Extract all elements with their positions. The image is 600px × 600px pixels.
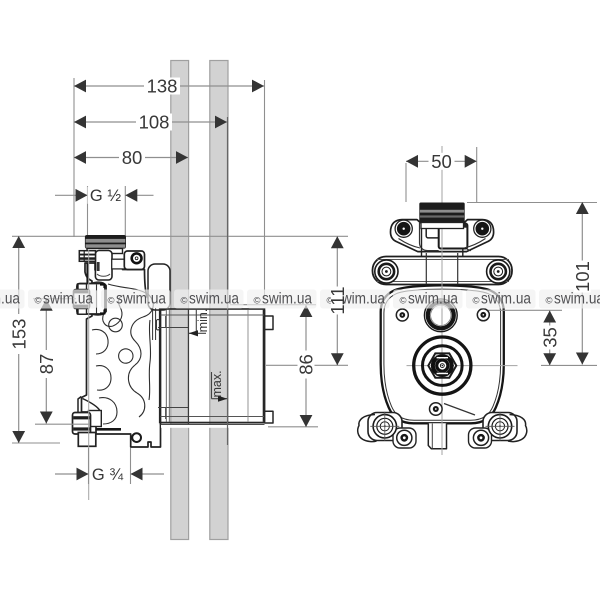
svg-text:swim.ua: swim.ua	[408, 291, 458, 308]
svg-text:50: 50	[431, 151, 452, 172]
svg-text:80: 80	[122, 147, 143, 168]
svg-text:87: 87	[36, 354, 57, 375]
svg-text:153: 153	[8, 319, 29, 350]
svg-text:©: ©	[254, 296, 261, 307]
svg-text:©: ©	[546, 296, 553, 307]
svg-text:swim.ua: swim.ua	[189, 291, 239, 308]
svg-text:swim.ua: swim.ua	[481, 291, 531, 308]
svg-text:G ½: G ½	[90, 187, 121, 205]
svg-text:swim.ua: swim.ua	[554, 291, 600, 308]
svg-text:swim.ua: swim.ua	[116, 291, 166, 308]
svg-text:swim.ua: swim.ua	[43, 291, 93, 308]
svg-text:©: ©	[327, 296, 334, 307]
svg-text:©: ©	[400, 296, 407, 307]
svg-text:swim.ua: swim.ua	[335, 291, 385, 308]
svg-text:min.: min.	[196, 309, 210, 333]
svg-text:G ¾: G ¾	[92, 466, 123, 484]
svg-text:swim.ua: swim.ua	[262, 291, 312, 308]
svg-text:©: ©	[473, 296, 480, 307]
svg-text:111: 111	[327, 286, 348, 314]
svg-text:©: ©	[108, 296, 115, 307]
svg-text:101: 101	[572, 261, 593, 292]
svg-text:86: 86	[296, 354, 317, 375]
svg-text:©: ©	[181, 296, 188, 307]
svg-text:max.: max.	[210, 370, 224, 397]
svg-text:108: 108	[139, 112, 170, 133]
svg-text:swim.ua: swim.ua	[0, 291, 20, 308]
svg-text:35: 35	[539, 327, 560, 348]
svg-text:138: 138	[147, 76, 178, 97]
svg-text:©: ©	[35, 296, 42, 307]
